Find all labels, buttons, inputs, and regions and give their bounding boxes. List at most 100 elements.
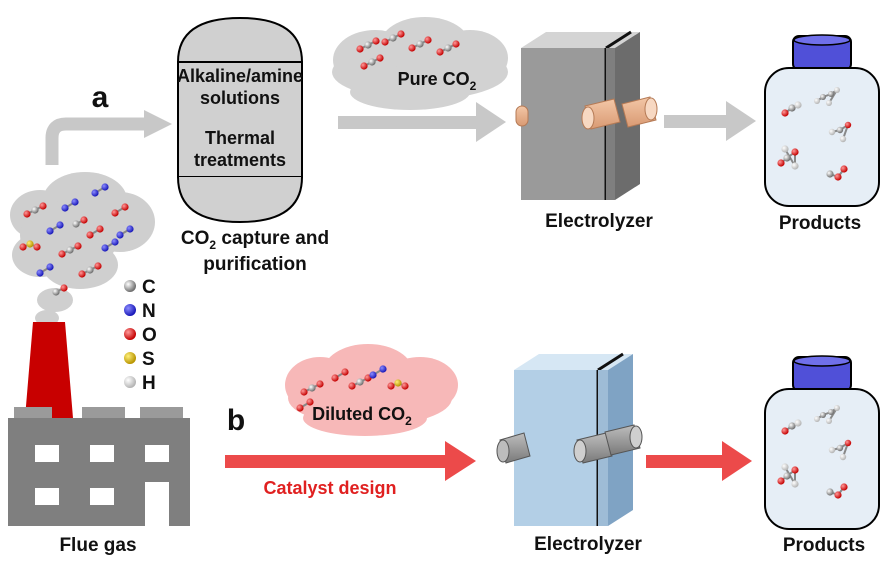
electrolyzer-a xyxy=(515,30,658,200)
atom-n xyxy=(124,304,136,316)
pure-co2-molecules xyxy=(356,30,460,70)
atom-n xyxy=(91,189,99,197)
atom-c xyxy=(66,246,74,254)
atom-h xyxy=(839,135,847,143)
atom-h xyxy=(791,480,799,488)
atom-o xyxy=(78,270,86,278)
atom-n xyxy=(101,244,109,252)
atom-h xyxy=(826,100,832,106)
atom-o xyxy=(777,159,785,167)
atom-c xyxy=(416,40,424,48)
atom-c xyxy=(368,58,376,66)
diluted-co2-text: Diluted CO xyxy=(312,404,405,424)
atom-o xyxy=(424,36,432,44)
capture-caption-sub: 2 xyxy=(209,238,216,252)
products-b-label: Products xyxy=(783,535,865,556)
products-a-label: Products xyxy=(779,213,861,234)
atom-o xyxy=(834,491,842,499)
atom-c xyxy=(836,126,844,134)
atom-c xyxy=(828,91,834,97)
capture-caption-rest: capture and xyxy=(216,228,329,249)
products-bottle-b xyxy=(764,355,880,530)
atom-c xyxy=(86,266,94,274)
atom-c xyxy=(72,220,80,228)
legend-label-c: C xyxy=(142,277,156,298)
pure-co2-cloud xyxy=(332,17,508,110)
atom-o xyxy=(58,250,66,258)
pure-co2-sub: 2 xyxy=(470,79,477,93)
atom-o xyxy=(306,398,314,406)
electrolyzer-b-label: Electrolyzer xyxy=(534,534,642,555)
products-bottle-a xyxy=(764,34,880,207)
atom-h xyxy=(828,128,836,136)
flue-gas-label: Flue gas xyxy=(59,535,136,556)
atom-o xyxy=(844,121,852,129)
capture-line-3: Thermal xyxy=(205,128,275,148)
catalyst-design-label: Catalyst design xyxy=(263,478,396,498)
diluted-co2-molecules xyxy=(296,365,409,412)
panel-label-b: b xyxy=(227,404,245,437)
arrow-catalyst-design xyxy=(225,455,447,468)
atom-o xyxy=(791,148,799,156)
atom-c xyxy=(820,94,826,100)
capture-line-4: treatments xyxy=(194,150,286,170)
arrow-electrolyzer-to-products-a-head xyxy=(726,101,756,141)
atom-h xyxy=(791,162,799,170)
atom-o xyxy=(316,380,324,388)
atom-o xyxy=(840,483,848,491)
legend-label-n: N xyxy=(142,301,156,322)
legend-label-s: S xyxy=(142,349,155,370)
atom-o xyxy=(356,45,364,53)
atom-n xyxy=(46,227,54,235)
atom-n xyxy=(71,198,79,206)
atom-n xyxy=(379,365,387,373)
capture-line-1: Alkaline/amine xyxy=(177,66,303,86)
atom-o xyxy=(436,48,444,56)
atom-o xyxy=(341,368,349,376)
atom-n xyxy=(61,204,69,212)
arrow-cloud-to-capture-head xyxy=(144,110,172,138)
arrow-catalyst-design-head xyxy=(445,441,476,481)
atom-h xyxy=(834,405,840,411)
arrow-electrolyzer-to-products-a xyxy=(664,115,728,128)
atom-h xyxy=(781,145,789,153)
atom-c xyxy=(788,104,796,112)
atom-c xyxy=(389,34,397,42)
atom-o xyxy=(23,210,31,218)
atom-o xyxy=(94,262,102,270)
atom-o xyxy=(86,231,94,239)
atom-o xyxy=(387,382,395,390)
atom-o xyxy=(381,38,389,46)
atom-c xyxy=(826,170,834,178)
atom-h xyxy=(839,453,847,461)
arrow-electrolyzer-to-products-b-head xyxy=(722,441,752,481)
atom-h xyxy=(124,376,136,388)
atom-n xyxy=(116,231,124,239)
atom-o xyxy=(348,382,356,390)
factory xyxy=(8,322,190,526)
atom-c xyxy=(364,41,372,49)
arrow-capture-to-electrolyzer-head xyxy=(476,102,506,142)
panel-label-a: a xyxy=(92,81,109,114)
atom-c xyxy=(783,154,791,162)
atom-h xyxy=(834,87,840,93)
capture-caption-line-2: purification xyxy=(203,254,306,275)
pure-co2-text: Pure CO xyxy=(398,69,470,89)
legend-label-h: H xyxy=(142,373,156,394)
atom-s xyxy=(124,352,136,364)
atom-o xyxy=(39,202,47,210)
products-a-molecules xyxy=(777,87,852,181)
atom-o xyxy=(834,173,842,181)
atom-h xyxy=(828,446,836,454)
atom-o xyxy=(96,225,104,233)
atom-o xyxy=(19,243,27,251)
capture-line-2: solutions xyxy=(200,88,280,108)
atom-c xyxy=(356,378,364,386)
atom-h xyxy=(781,463,789,471)
arrow-capture-to-electrolyzer xyxy=(338,116,478,129)
atom-c xyxy=(783,472,791,480)
atom-c xyxy=(828,409,834,415)
atom-o xyxy=(111,209,119,217)
